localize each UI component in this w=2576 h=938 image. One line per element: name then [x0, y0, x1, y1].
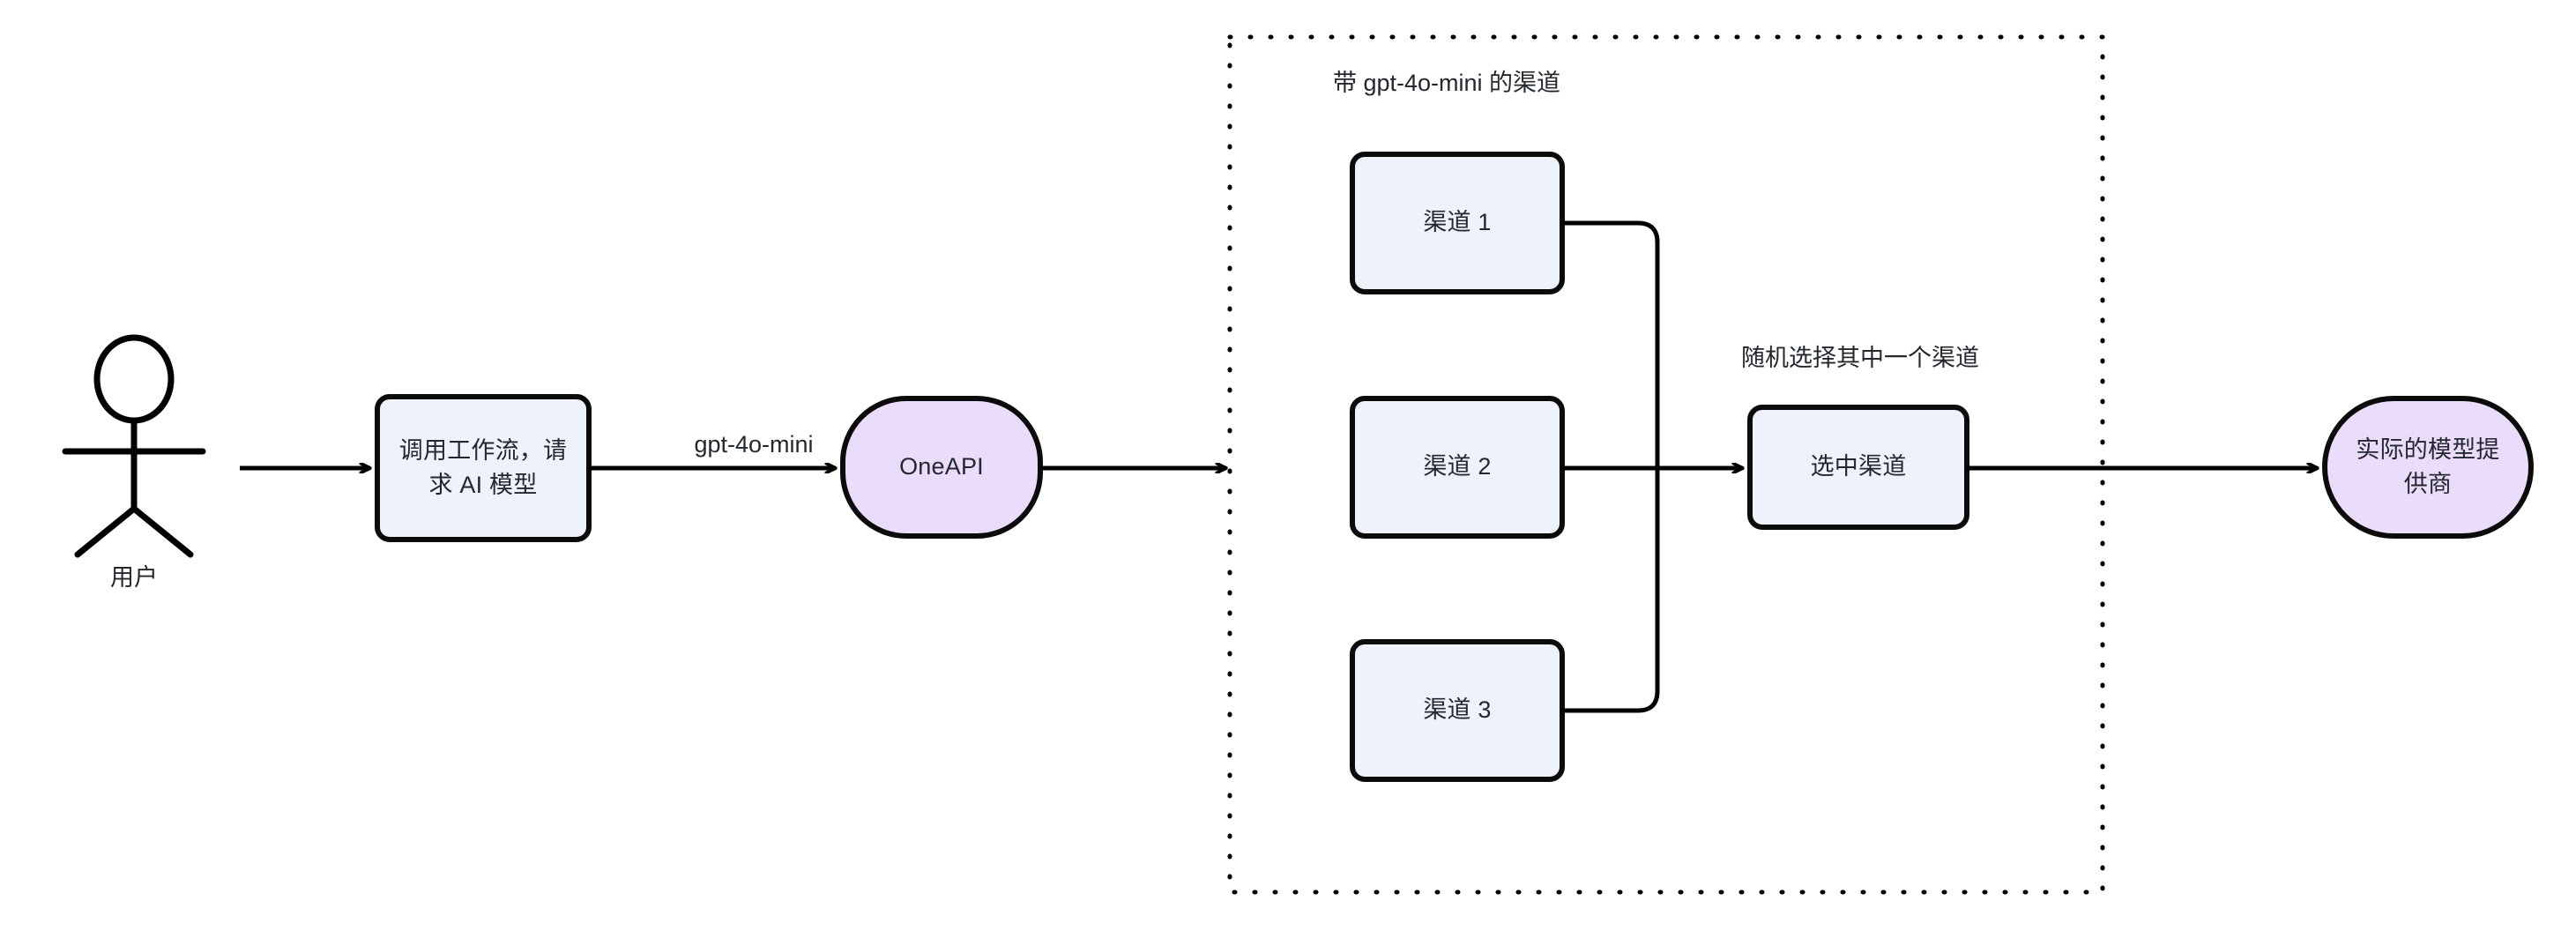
provider-node-shape[interactable]	[2322, 396, 2534, 539]
channel-1-node[interactable]	[1352, 154, 1562, 292]
channel-3-node[interactable]	[1352, 642, 1562, 779]
edge-label-gpt-4o-mini: gpt-4o-mini	[694, 431, 814, 458]
provider-node[interactable]	[2325, 398, 2531, 536]
selected-channel-node[interactable]	[1750, 407, 1967, 527]
edge-channel-3-to-merge	[1560, 465, 1660, 713]
workflow-node[interactable]	[377, 397, 589, 540]
gpt4omini-channel-group-border	[1227, 34, 2105, 895]
edge-label-random-channel-selection: 随机选择其中一个渠道	[1741, 345, 1979, 371]
oneapi-node[interactable]	[843, 398, 1040, 536]
user-actor-figure	[62, 334, 206, 558]
edge-channel-1-to-merge	[1560, 220, 1660, 471]
actor-right-leg-line	[130, 505, 194, 558]
user-actor-hit-area[interactable]	[65, 338, 203, 558]
user-actor-caption: 用户	[110, 564, 158, 591]
channel-2-node[interactable]	[1352, 398, 1562, 536]
actor-left-leg-line	[74, 505, 138, 558]
channel-group-title: 带 gpt-4o-mini 的渠道	[1333, 70, 1561, 96]
